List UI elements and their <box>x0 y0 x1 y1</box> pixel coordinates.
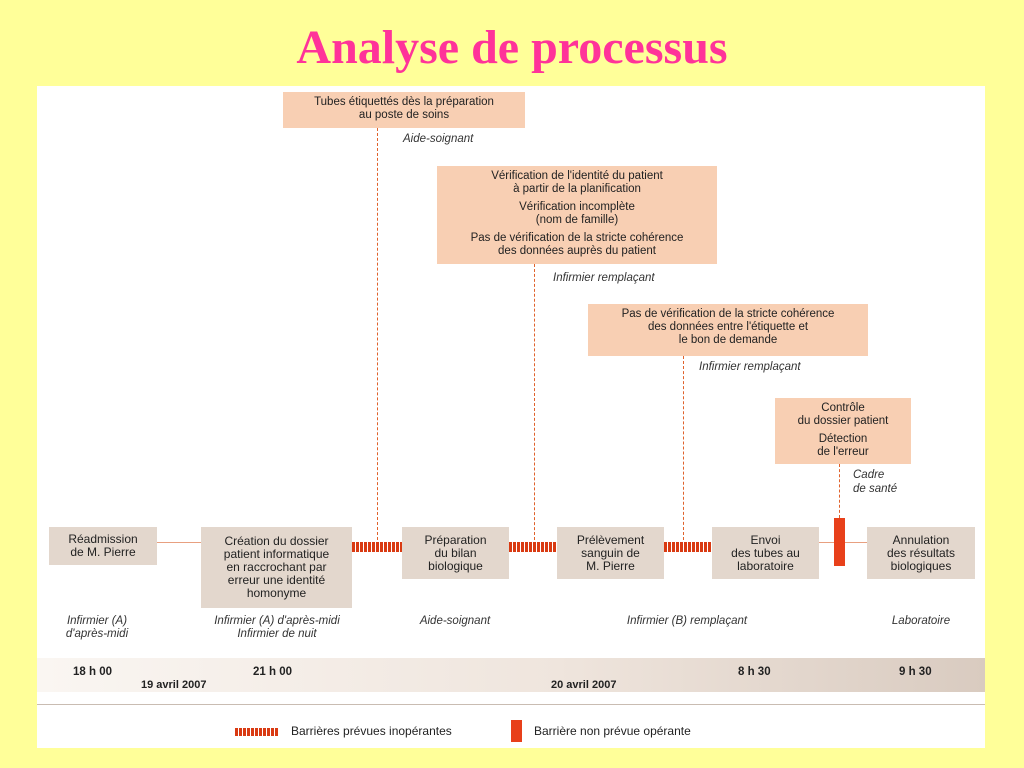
step-line: erreur une identité <box>227 573 326 587</box>
box-line: des données entre l'étiquette et <box>647 321 809 333</box>
step-file-creation: Création du dossier patient informatique… <box>201 527 352 608</box>
step-line: Annulation <box>892 532 950 547</box>
step-readmission: Réadmission de M. Pierre <box>49 527 157 565</box>
box-line: Détection <box>818 433 868 445</box>
time-label: 9 h 30 <box>899 666 932 678</box>
time-label: 8 h 30 <box>738 666 771 678</box>
slide-title: Analyse de processus <box>296 21 728 74</box>
role-label: de santé <box>853 483 898 495</box>
agent-label: Infirmier (B) remplaçant <box>626 615 748 627</box>
operative-barrier <box>834 518 845 566</box>
role-label: Aide-soignant <box>403 133 474 145</box>
step-preparation: Préparation du bilan biologique <box>402 527 509 579</box>
box-line: Pas de vérification de la stricte cohére… <box>470 232 684 244</box>
role-label: Infirmier remplaçant <box>699 361 801 373</box>
step-line: M. Pierre <box>586 558 635 573</box>
step-line: Création du dossier <box>224 534 329 548</box>
legend-inoperative-label: Barrières prévues inopérantes <box>291 724 452 738</box>
dashed-connector <box>534 264 535 540</box>
step-line: du bilan <box>434 545 477 560</box>
inoperative-barrier <box>509 542 557 552</box>
box-line: Vérification de l'identité du patient <box>491 170 663 182</box>
barrier-box-file-control: Contrôle du dossier patient Détection de… <box>775 398 911 464</box>
role-label: Infirmier remplaçant <box>553 272 655 284</box>
agent-label: Infirmier (A) d'après-midi <box>65 615 129 640</box>
step-line: de M. Pierre <box>70 545 136 559</box>
dashed-connector <box>377 128 378 540</box>
step-line: patient informatique <box>223 547 330 561</box>
box-line: Contrôle <box>821 402 865 414</box>
dashed-connector <box>839 464 840 518</box>
box-line: au poste de soins <box>358 109 450 121</box>
legend-operative-label: Barrière non prévue opérante <box>534 724 691 738</box>
barrier-box-tube-labeling: Tubes étiquettés dès la préparation au p… <box>283 92 525 128</box>
box-line: Vérification incomplète <box>519 201 635 213</box>
step-line: des tubes au <box>731 545 800 560</box>
legend-operative-swatch <box>511 720 522 742</box>
role-label: Cadre <box>853 469 885 481</box>
agent-label: Aide-soignant <box>419 615 491 627</box>
step-line: des résultats <box>886 545 956 560</box>
dashed-connector <box>683 356 684 540</box>
box-line: des données auprès du patient <box>498 245 656 257</box>
legend-inoperative-swatch <box>235 728 279 736</box>
process-diagram: Tubes étiquettés dès la préparation au p… <box>37 86 985 748</box>
step-line: homonyme <box>246 586 307 600</box>
step-line: sanguin de <box>581 545 640 560</box>
date-label: 19 avril 2007 <box>141 679 207 691</box>
box-line: Pas de vérification de la stricte cohére… <box>621 308 835 320</box>
inoperative-barrier <box>352 542 402 552</box>
step-line: laboratoire <box>737 558 794 573</box>
step-blood-sample: Prélèvement sanguin de M. Pierre <box>557 527 664 579</box>
agent-label: Laboratoire <box>891 615 951 627</box>
barrier-box-identity-check: Vérification de l'identité du patient à … <box>437 166 717 264</box>
step-line: biologique <box>428 558 483 573</box>
box-line: de l'erreur <box>817 446 869 458</box>
step-line: Prélèvement <box>576 532 645 547</box>
step-line: Préparation <box>424 532 487 547</box>
step-line: en raccrochant par <box>226 560 327 574</box>
box-line: le bon de demande <box>678 334 778 346</box>
barrier-box-label-consistency: Pas de vérification de la stricte cohére… <box>588 304 868 356</box>
step-cancel-results: Annulation des résultats biologiques <box>867 527 975 579</box>
inoperative-barrier <box>664 542 712 552</box>
box-line: à partir de la planification <box>513 183 641 195</box>
agent-label: Infirmier (A) d'après-midi Infirmier de … <box>214 615 340 640</box>
step-line: Réadmission <box>68 532 138 546</box>
time-label: 21 h 00 <box>253 666 292 678</box>
time-label: 18 h 00 <box>73 666 112 678</box>
box-line: (nom de famille) <box>535 214 619 226</box>
box-line: Tubes étiquettés dès la préparation <box>314 96 494 108</box>
date-label: 20 avril 2007 <box>551 679 617 691</box>
timeline-band <box>37 658 985 692</box>
legend-separator <box>37 704 985 705</box>
step-line: Envoi <box>750 532 781 547</box>
box-line: du dossier patient <box>797 415 889 427</box>
step-line: biologiques <box>890 558 952 573</box>
step-send-tubes: Envoi des tubes au laboratoire <box>712 527 819 579</box>
